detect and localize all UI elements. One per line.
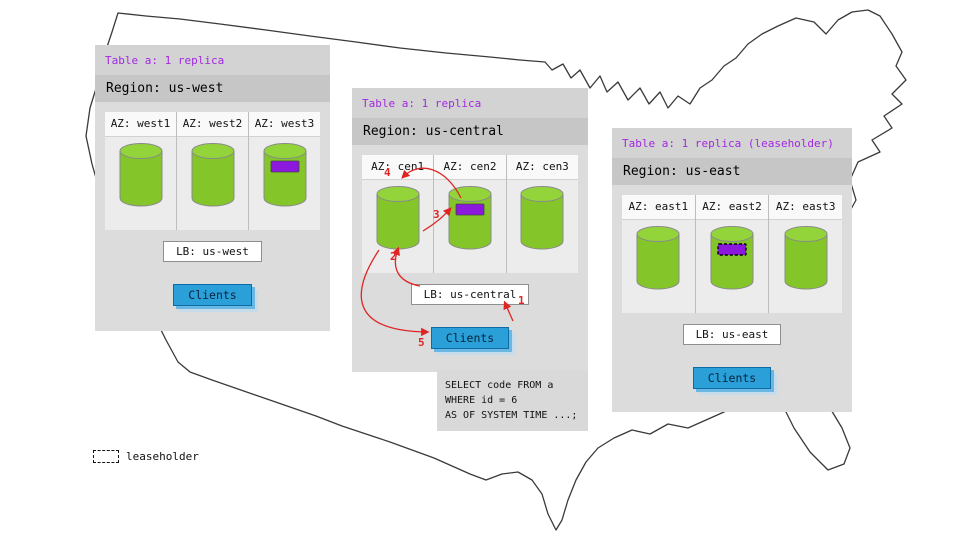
table-replica-header-us-east: Table a: 1 replica (leaseholder): [612, 128, 852, 158]
database-cylinder-cen2: [447, 180, 493, 273]
leaseholder-replica-highlight: [717, 243, 747, 256]
clients-row: Clients: [95, 284, 330, 306]
clients-row: Clients: [352, 327, 588, 349]
az-label: AZ: cen1: [362, 155, 434, 180]
replica-range-highlight: [455, 203, 485, 216]
database-cylinder-cen1: [375, 180, 421, 273]
lb-row: LB: us-west: [95, 240, 330, 262]
az-column-east3: AZ: east3: [769, 195, 843, 313]
lb-row: LB: us-east: [612, 323, 852, 345]
az-area-us-west: AZ: west1 AZ: west2 AZ:: [105, 112, 320, 230]
az-label: AZ: cen3: [506, 155, 578, 180]
sql-line: SELECT code FROM a: [445, 380, 554, 391]
az-column-cen3: AZ: cen3: [506, 155, 578, 273]
flow-step-number-3: 3: [433, 208, 440, 221]
table-replica-label: Table a: 1 replica: [362, 96, 482, 110]
az-column-east1: AZ: east1: [622, 195, 696, 313]
region-panel-us-west: Table a: 1 replica Region: us-west AZ: w…: [95, 45, 330, 331]
table-replica-header-us-west: Table a: 1 replica: [95, 45, 330, 75]
flow-step-number-2: 2: [390, 250, 397, 263]
table-replica-label: Table a: 1 replica: [105, 53, 225, 67]
database-cylinder-east3: [783, 220, 829, 313]
database-cylinder-east1: [635, 220, 681, 313]
database-cylinder-west3: [262, 137, 308, 230]
az-column-west3: AZ: west3: [249, 112, 320, 230]
sql-line: WHERE id = 6: [445, 395, 518, 406]
az-label: AZ: west1: [105, 112, 176, 137]
database-cylinder-west2: [190, 137, 236, 230]
az-label: AZ: east3: [769, 195, 843, 220]
az-label: AZ: west2: [177, 112, 248, 137]
clients-button-us-central: Clients: [430, 327, 510, 349]
az-column-west1: AZ: west1: [105, 112, 177, 230]
table-replica-label: Table a: 1 replica (leaseholder): [622, 136, 834, 150]
az-label: AZ: east1: [622, 195, 695, 220]
legend: leaseholder: [93, 450, 199, 463]
az-label: AZ: cen2: [434, 155, 506, 180]
az-column-cen1: AZ: cen1: [362, 155, 435, 273]
flow-step-number-1: 1: [518, 294, 525, 307]
flow-step-number-5: 5: [418, 336, 425, 349]
clients-button-us-west: Clients: [173, 284, 252, 306]
region-title-us-east: Region: us-east: [612, 158, 852, 185]
replica-range-highlight: [270, 160, 299, 173]
az-column-west2: AZ: west2: [177, 112, 249, 230]
region-panel-us-central: Table a: 1 replica Region: us-central AZ…: [352, 88, 588, 372]
leaseholder-legend-label: leaseholder: [126, 450, 199, 463]
az-label: AZ: west3: [249, 112, 320, 137]
database-cylinder-west1: [118, 137, 164, 230]
sql-statement-box: SELECT code FROM a WHERE id = 6 AS OF SY…: [437, 370, 588, 431]
leaseholder-legend-swatch: [93, 450, 119, 463]
az-label: AZ: east2: [695, 195, 769, 220]
database-cylinder-east2: [709, 220, 755, 313]
az-column-cen2: AZ: cen2: [434, 155, 507, 273]
database-cylinder-cen3: [519, 180, 565, 273]
load-balancer-us-east: LB: us-east: [682, 324, 782, 345]
load-balancer-us-central: LB: us-central: [410, 284, 530, 305]
az-column-east2: AZ: east2: [695, 195, 770, 313]
load-balancer-us-west: LB: us-west: [163, 241, 262, 262]
clients-button-us-east: Clients: [692, 367, 772, 389]
region-title-us-central: Region: us-central: [352, 118, 588, 145]
clients-row: Clients: [612, 367, 852, 389]
az-area-us-east: AZ: east1 AZ: east2: [622, 195, 843, 313]
sql-line: AS OF SYSTEM TIME ...;: [445, 410, 578, 421]
region-title-us-west: Region: us-west: [95, 75, 330, 102]
table-replica-header-us-central: Table a: 1 replica: [352, 88, 588, 118]
az-area-us-central: AZ: cen1 AZ: cen2: [362, 155, 578, 273]
lb-row: LB: us-central: [352, 283, 588, 305]
flow-step-number-4: 4: [384, 166, 391, 179]
region-panel-us-east: Table a: 1 replica (leaseholder) Region:…: [612, 128, 852, 412]
